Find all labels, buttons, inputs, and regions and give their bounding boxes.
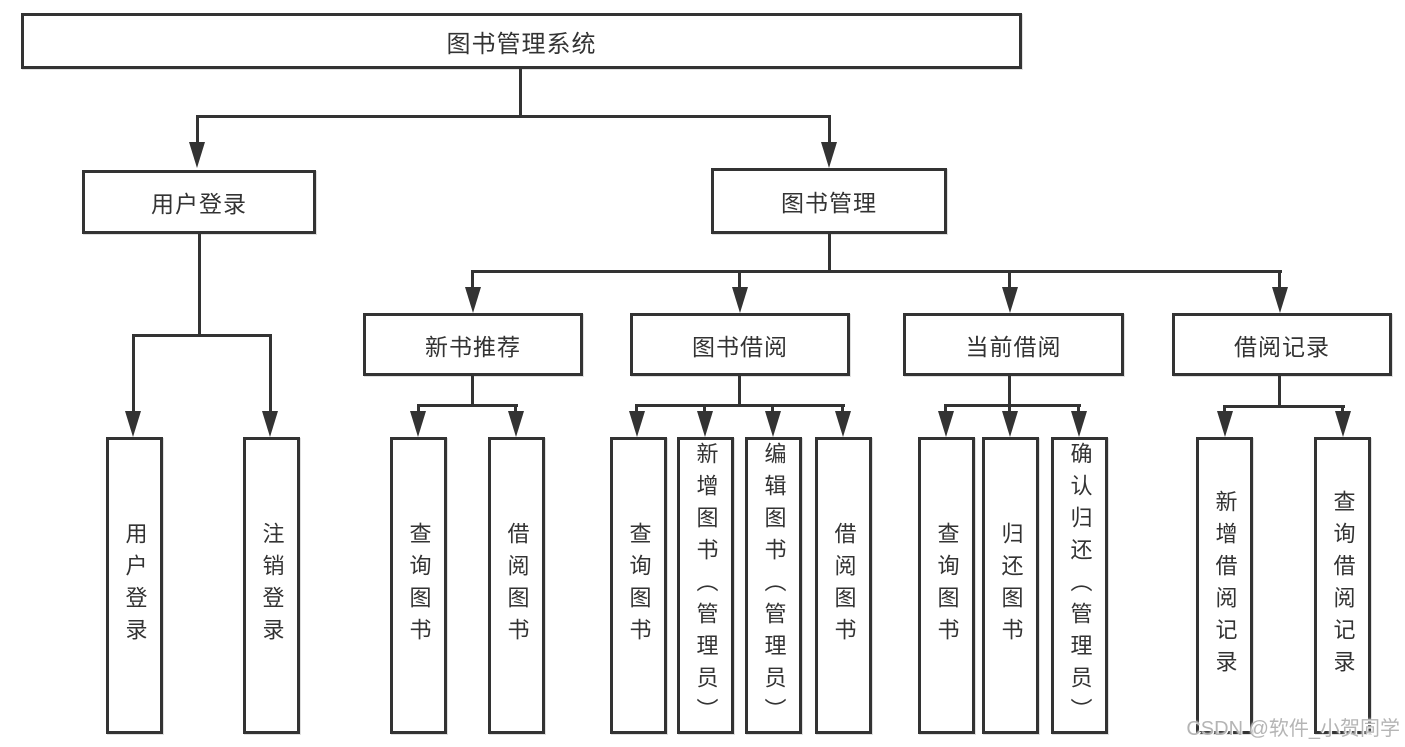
connector-user-login-stem <box>198 233 201 337</box>
arrow-down-icon <box>1002 287 1018 313</box>
leaf-borrow-books-borrowing: 借阅图书 <box>815 437 872 734</box>
leaf-query-borrow-record: 查询借阅记录 <box>1314 437 1371 734</box>
arrow-down-icon <box>697 411 713 437</box>
arrow-down-icon <box>465 287 481 313</box>
connector-drop <box>635 404 638 416</box>
leaf-query-books-current-label: 查询图书 <box>934 521 960 650</box>
connector-drop-leaf-user-login <box>132 334 135 414</box>
connector-current-borrowing-stem <box>1008 376 1011 407</box>
connector-drop <box>1008 404 1011 416</box>
leaf-return-books: 归还图书 <box>982 437 1039 734</box>
leaf-edit-books-admin: 编辑图书（管理员） <box>745 437 802 734</box>
csdn-watermark: CSDN @软件_小贺同学 <box>1186 718 1400 740</box>
connector-drop <box>1077 404 1080 416</box>
node-root-label: 图书管理系统 <box>446 30 597 58</box>
arrow-down-icon <box>1071 411 1087 437</box>
connector-drop-book-management <box>828 115 831 145</box>
node-book-borrowing: 图书借阅 <box>630 313 850 376</box>
arrow-down-icon <box>629 411 645 437</box>
arrow-down-icon <box>1002 411 1018 437</box>
arrow-down-icon <box>835 411 851 437</box>
leaf-query-books-borrowing: 查询图书 <box>610 437 667 734</box>
leaf-user-login-label: 用户登录 <box>122 521 148 650</box>
leaf-borrow-books-borrowing-label: 借阅图书 <box>831 521 857 650</box>
leaf-return-books-label: 归还图书 <box>998 521 1024 650</box>
connector-drop <box>514 404 517 416</box>
connector-new-book-recommend-crossbar <box>417 404 518 407</box>
node-borrowing-records-label: 借阅记录 <box>1234 333 1330 360</box>
leaf-edit-books-admin-label: 编辑图书（管理员） <box>761 441 787 730</box>
leaf-confirm-return-admin-label: 确认归还（管理员） <box>1067 441 1093 730</box>
connector-drop <box>944 404 947 416</box>
node-current-borrowing-label: 当前借阅 <box>965 333 1062 360</box>
connector-book-management-crossbar <box>472 270 1282 273</box>
connector-book-borrowing-crossbar <box>636 404 845 407</box>
connector-drop-book-borrowing <box>738 270 741 290</box>
leaf-add-books-admin-label: 新增图书（管理员） <box>693 441 719 730</box>
node-book-management-label: 图书管理 <box>781 190 877 216</box>
node-user-login: 用户登录 <box>82 170 316 234</box>
connector-drop-new-book-recommend <box>471 270 474 290</box>
connector-book-management-stem <box>828 234 831 273</box>
leaf-query-books-borrowing-label: 查询图书 <box>626 521 652 650</box>
leaf-add-borrow-record-label: 新增借阅记录 <box>1212 489 1238 682</box>
arrow-down-icon <box>125 411 141 437</box>
arrow-down-icon <box>508 411 524 437</box>
node-current-borrowing: 当前借阅 <box>903 313 1124 376</box>
connector-new-book-recommend-stem <box>471 376 474 407</box>
connector-drop <box>771 404 774 416</box>
arrow-down-icon <box>821 142 837 168</box>
connector-drop <box>841 404 844 416</box>
arrow-down-icon <box>1217 411 1233 437</box>
arrow-down-icon <box>765 411 781 437</box>
connector-drop-leaf-logout <box>269 334 272 414</box>
connector-book-borrowing-stem <box>738 376 741 407</box>
leaf-user-login: 用户登录 <box>106 437 163 734</box>
connector-drop <box>703 404 706 416</box>
arrow-down-icon <box>262 411 278 437</box>
arrow-down-icon <box>1272 287 1288 313</box>
connector-root-stem <box>519 68 522 118</box>
node-borrowing-records: 借阅记录 <box>1172 313 1392 376</box>
node-new-book-recommend-label: 新书推荐 <box>425 333 521 360</box>
leaf-query-books-current: 查询图书 <box>918 437 975 734</box>
leaf-logout: 注销登录 <box>243 437 300 734</box>
leaf-query-books-recommend-label: 查询图书 <box>406 521 432 650</box>
connector-drop <box>1223 405 1226 416</box>
node-book-borrowing-label: 图书借阅 <box>692 333 788 360</box>
leaf-query-borrow-record-label: 查询借阅记录 <box>1330 489 1356 682</box>
arrow-down-icon <box>1335 411 1351 437</box>
leaf-add-books-admin: 新增图书（管理员） <box>677 437 734 734</box>
leaf-logout-label: 注销登录 <box>259 521 285 650</box>
leaf-borrow-books-recommend-label: 借阅图书 <box>504 521 530 650</box>
leaf-borrow-books-recommend: 借阅图书 <box>488 437 545 734</box>
connector-current-borrowing-crossbar <box>944 404 1081 407</box>
connector-drop-user-login <box>196 115 199 145</box>
connector-root-crossbar <box>196 115 831 118</box>
arrow-down-icon <box>410 411 426 437</box>
arrow-down-icon <box>189 142 205 168</box>
leaf-query-books-recommend: 查询图书 <box>390 437 447 734</box>
connector-drop-current-borrowing <box>1008 270 1011 290</box>
connector-drop <box>1341 405 1344 416</box>
connector-drop-borrowing-records <box>1278 270 1281 290</box>
node-user-login-label: 用户登录 <box>151 191 247 217</box>
node-root: 图书管理系统 <box>21 13 1022 69</box>
connector-drop <box>417 404 420 416</box>
connector-borrowing-records-crossbar <box>1223 405 1345 408</box>
arrow-down-icon <box>938 411 954 437</box>
leaf-confirm-return-admin: 确认归还（管理员） <box>1051 437 1108 734</box>
connector-borrowing-records-stem <box>1278 376 1281 408</box>
node-book-management: 图书管理 <box>711 168 947 234</box>
node-new-book-recommend: 新书推荐 <box>363 313 583 376</box>
connector-user-login-crossbar <box>132 334 272 337</box>
arrow-down-icon <box>732 287 748 313</box>
leaf-add-borrow-record: 新增借阅记录 <box>1196 437 1253 734</box>
